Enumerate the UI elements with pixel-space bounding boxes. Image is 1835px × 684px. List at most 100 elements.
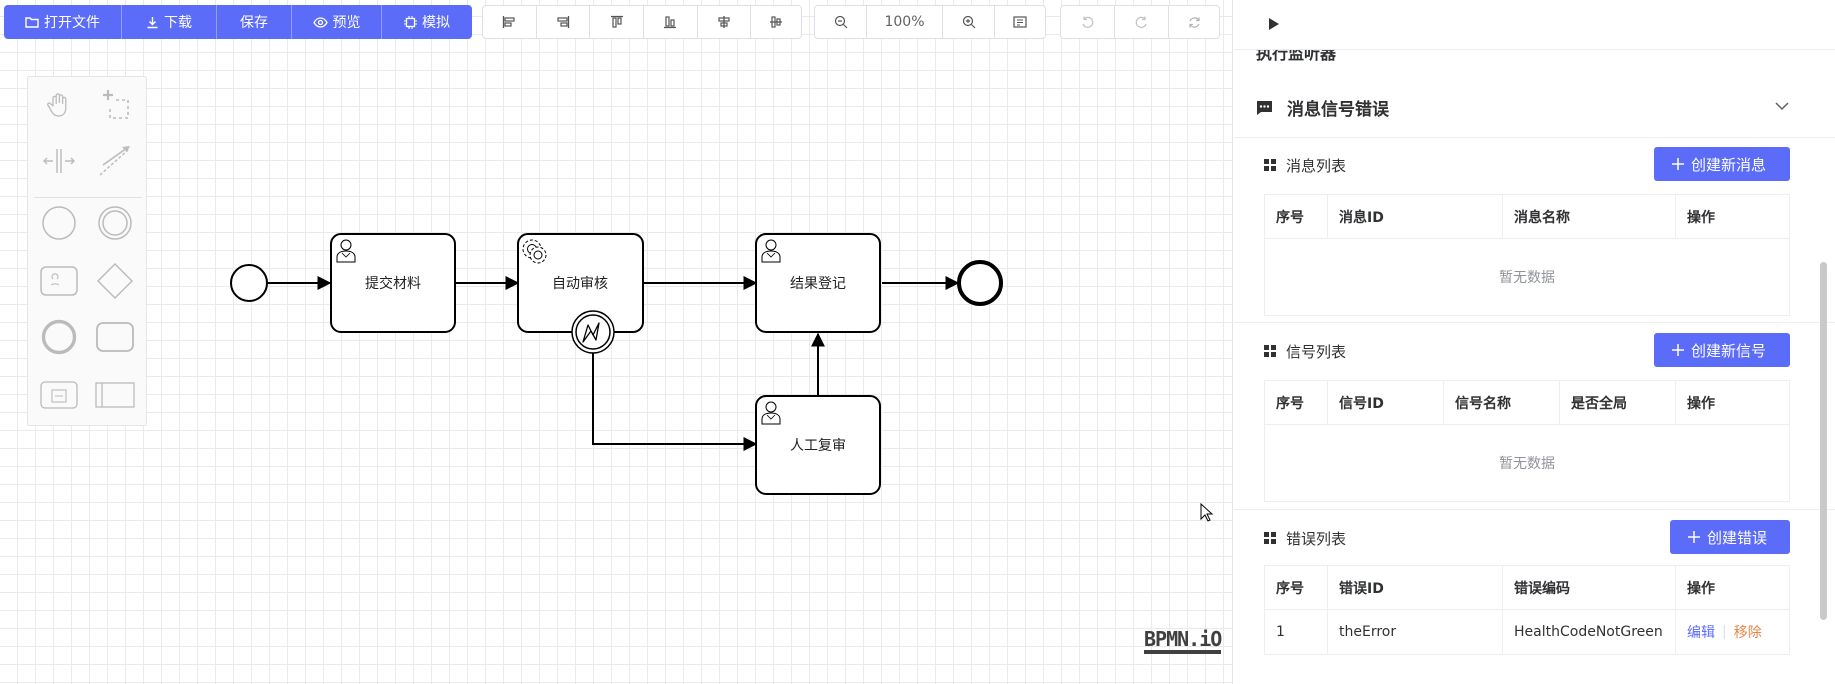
task-manual[interactable] xyxy=(755,395,881,495)
create-data-object[interactable] xyxy=(39,375,79,415)
create-message-button[interactable]: 创建新消息 xyxy=(1654,147,1790,181)
create-intermediate-event[interactable] xyxy=(95,203,135,243)
zoom-in-button[interactable] xyxy=(943,6,995,38)
fit-viewport-icon xyxy=(1013,16,1027,28)
space-tool-icon xyxy=(43,149,75,173)
column-header: 操作 xyxy=(1687,580,1715,597)
collapsed-section-title[interactable]: 执行监听器 xyxy=(1256,44,1337,63)
save-button[interactable]: 保存 xyxy=(217,5,292,39)
message-list-header: 消息列表 创建新消息 xyxy=(1264,147,1790,183)
message-list-title: 消息列表 xyxy=(1286,156,1347,175)
redo-icon xyxy=(1135,16,1147,28)
remove-link[interactable]: 移除 xyxy=(1733,625,1762,641)
refresh-button[interactable] xyxy=(1169,6,1219,38)
plus-icon xyxy=(1672,344,1684,356)
zoom-out-button[interactable] xyxy=(815,6,867,38)
download-label: 下载 xyxy=(164,15,192,31)
align-bottom-icon xyxy=(664,16,677,29)
simulate-button[interactable]: 模拟 xyxy=(382,5,472,39)
create-error-button[interactable]: 创建错误 xyxy=(1670,520,1790,554)
panel-scrollbar[interactable] xyxy=(1820,262,1827,620)
connect-tool[interactable] xyxy=(95,141,135,181)
pool-icon xyxy=(95,382,135,408)
column-header: 序号 xyxy=(1265,195,1328,238)
history-toolbar xyxy=(1060,5,1220,39)
start-event[interactable] xyxy=(230,264,268,302)
align-left-button[interactable] xyxy=(483,6,537,38)
subprocess-icon xyxy=(96,322,134,352)
task-submit[interactable] xyxy=(330,233,456,333)
bpmn-io-logo[interactable]: BPMN.iO xyxy=(1144,628,1222,654)
table-header-row: 序号 错误ID 错误编码 操作 xyxy=(1265,566,1789,610)
eye-icon xyxy=(312,16,328,28)
column-header: 序号 xyxy=(1265,381,1328,424)
download-button[interactable]: 下载 xyxy=(122,5,217,39)
open-file-button[interactable]: 打开文件 xyxy=(4,5,122,39)
task-result[interactable] xyxy=(755,233,881,333)
edit-link[interactable]: 编辑 xyxy=(1687,625,1715,641)
column-header: 消息名称 xyxy=(1503,195,1676,238)
align-right-icon xyxy=(557,16,570,28)
create-subprocess[interactable] xyxy=(95,317,135,357)
properties-panel: 执行监听器 消息信号错误 消息列表 创建新消息 序号 消息ID 消息名称 操作 … xyxy=(1234,0,1835,684)
divider xyxy=(1234,322,1835,323)
divider xyxy=(1234,509,1835,510)
align-center-button[interactable] xyxy=(698,6,752,38)
error-icon xyxy=(582,322,600,343)
fit-viewport-button[interactable] xyxy=(995,6,1045,38)
column-header: 是否全局 xyxy=(1560,381,1676,424)
hand-tool[interactable] xyxy=(39,85,79,125)
preview-button[interactable]: 预览 xyxy=(292,5,382,39)
error-id: theError xyxy=(1328,610,1503,654)
sequence-flow[interactable] xyxy=(592,352,758,451)
cpu-icon xyxy=(404,15,417,29)
column-header: 错误ID xyxy=(1328,566,1503,609)
simulate-label: 模拟 xyxy=(422,15,450,31)
start-event-icon xyxy=(42,206,76,240)
intermediate-event-icon xyxy=(98,206,132,240)
lasso-tool[interactable] xyxy=(95,85,135,125)
undo-button[interactable] xyxy=(1061,6,1115,38)
action-separator: | xyxy=(1722,624,1727,640)
align-bottom-button[interactable] xyxy=(644,6,698,38)
empty-state: 暂无数据 xyxy=(1499,456,1555,472)
signal-table: 序号 信号ID 信号名称 是否全局 操作 暂无数据 xyxy=(1264,380,1790,502)
end-event-icon xyxy=(41,319,77,355)
boundary-error-event[interactable] xyxy=(571,310,615,354)
refresh-icon xyxy=(1188,16,1200,28)
message-signal-error-section-header[interactable]: 消息信号错误 xyxy=(1234,78,1835,138)
create-message-label: 创建新消息 xyxy=(1691,155,1767,174)
create-pool[interactable] xyxy=(95,375,135,415)
align-middle-button[interactable] xyxy=(751,6,801,38)
bpmn-diagram xyxy=(230,233,1003,495)
bpmn-canvas[interactable]: 打开文件 下载 保存 预览 模拟 xyxy=(0,0,1233,684)
message-icon xyxy=(1257,100,1272,115)
file-toolbar: 打开文件 下载 保存 预览 模拟 xyxy=(4,5,472,39)
end-event[interactable] xyxy=(957,260,1003,306)
user-task-icon xyxy=(761,401,781,425)
column-header: 信号ID xyxy=(1328,381,1444,424)
error-list-title: 错误列表 xyxy=(1286,529,1347,548)
align-right-button[interactable] xyxy=(537,6,591,38)
create-task[interactable] xyxy=(39,261,79,301)
create-start-event[interactable] xyxy=(39,203,79,243)
data-object-icon xyxy=(40,381,78,409)
user-task-icon xyxy=(336,239,356,263)
space-tool[interactable] xyxy=(39,141,79,181)
align-left-icon xyxy=(503,16,515,28)
create-signal-button[interactable]: 创建新信号 xyxy=(1654,333,1790,367)
task-submit-label: 提交材料 xyxy=(365,276,421,292)
redo-button[interactable] xyxy=(1115,6,1169,38)
error-list-header: 错误列表 创建错误 xyxy=(1264,520,1790,556)
error-actions: 编辑 | 移除 xyxy=(1676,610,1789,654)
chevron-down-icon[interactable] xyxy=(1775,101,1789,111)
folder-icon xyxy=(25,17,39,28)
create-gateway[interactable] xyxy=(95,261,135,301)
create-end-event[interactable] xyxy=(39,317,79,357)
panel-header: 执行监听器 xyxy=(1234,0,1835,63)
align-top-button[interactable] xyxy=(590,6,644,38)
create-signal-label: 创建新信号 xyxy=(1691,341,1767,360)
play-icon[interactable] xyxy=(1268,17,1280,31)
grid-icon xyxy=(1264,159,1276,171)
hand-tool-icon xyxy=(47,93,67,117)
